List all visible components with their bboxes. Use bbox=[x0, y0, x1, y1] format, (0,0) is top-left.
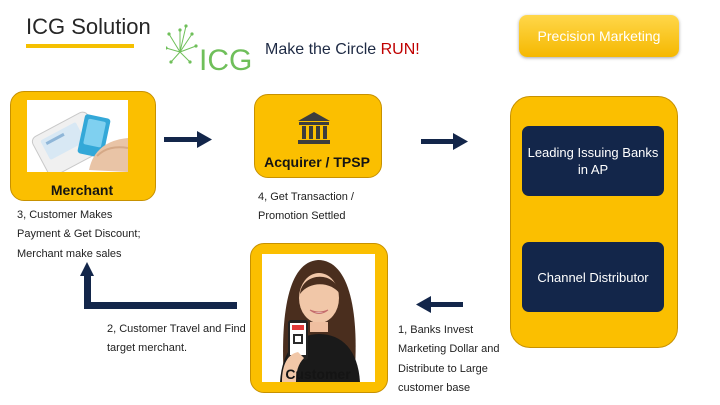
tagline-highlight: RUN! bbox=[380, 41, 420, 58]
page-title: ICG Solution bbox=[26, 14, 151, 39]
customer-phone-photo bbox=[262, 254, 375, 382]
arrow-acquirer-to-issuer bbox=[421, 133, 468, 150]
acquirer-label: Acquirer / TPSP bbox=[264, 154, 370, 170]
tagline-prefix: Make the Circle bbox=[265, 41, 381, 58]
step2-note: 2, Customer Travel and Find target merch… bbox=[107, 323, 246, 355]
precision-marketing-button[interactable]: Precision Marketing bbox=[519, 15, 679, 57]
title-underline bbox=[26, 44, 134, 48]
step1-note: 1, Banks Invest Marketing Dollar and Dis… bbox=[398, 324, 500, 395]
arrow-issuer-to-customer bbox=[416, 296, 463, 313]
step4-note: 4, Get Transaction / Promotion Settled bbox=[258, 191, 354, 223]
icg-logo: ICG bbox=[166, 24, 252, 76]
bank-icon bbox=[298, 112, 330, 144]
tagline: Make the Circle RUN! bbox=[265, 41, 420, 59]
arrow-customer-to-merchant bbox=[80, 262, 237, 309]
acquirer-node bbox=[254, 94, 382, 178]
merchant-payment-photo bbox=[27, 100, 128, 172]
logo-wordmark: ICG bbox=[199, 44, 252, 76]
step3-note: 3, Customer Makes Payment & Get Discount… bbox=[17, 209, 141, 260]
channel-distributor-box: Channel Distributor bbox=[522, 242, 664, 312]
customer-label: Customer bbox=[285, 366, 351, 382]
arrow-merchant-to-acquirer bbox=[164, 131, 212, 148]
merchant-label: Merchant bbox=[50, 182, 114, 198]
issuing-banks-box: Leading Issuing Banks in AP bbox=[522, 126, 664, 196]
